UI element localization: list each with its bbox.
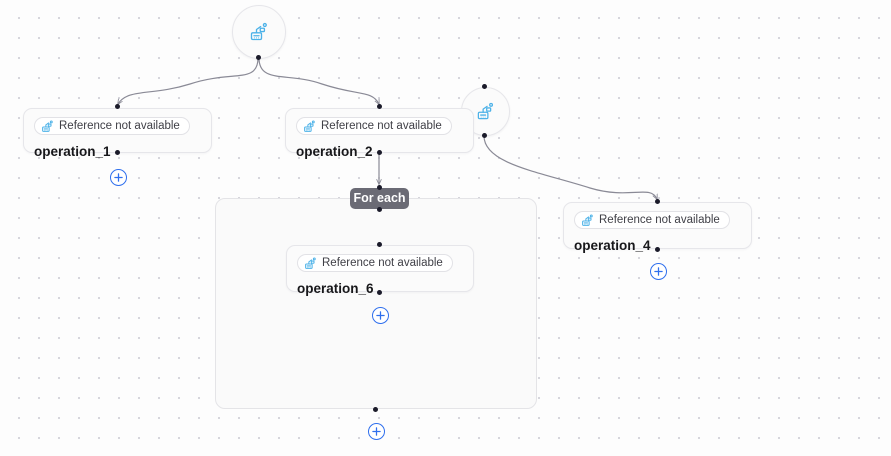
operation-4-card[interactable]: Reference not available operation_4 — [563, 202, 752, 253]
robot-arm-icon — [249, 22, 269, 42]
operation-1-title: operation_1 — [34, 143, 111, 159]
robot-arm-icon — [304, 257, 317, 270]
port-foreach-out[interactable] — [377, 207, 382, 212]
port-op6-out[interactable] — [377, 290, 382, 295]
operation-1-badge-label: Reference not available — [59, 120, 180, 132]
port-op2-out[interactable] — [377, 150, 382, 155]
plus-icon — [654, 267, 663, 276]
port-foreach-in[interactable] — [377, 185, 382, 190]
operation-1-card[interactable]: Reference not available operation_1 — [23, 108, 212, 159]
edge-root-to-operation-1 — [118, 57, 259, 104]
operation-2-badge[interactable]: Reference not available — [296, 117, 452, 135]
add-step-after-operation-1[interactable] — [110, 169, 127, 186]
plus-icon — [114, 173, 123, 182]
add-step-after-operation-4[interactable] — [650, 263, 667, 280]
operation-4-title: operation_4 — [574, 237, 651, 253]
add-step-after-operation-6[interactable] — [372, 307, 389, 324]
operation-2-title: operation_2 — [296, 143, 373, 159]
add-step-after-loop[interactable] — [368, 423, 385, 440]
port-op1-out[interactable] — [115, 150, 120, 155]
edge-circle2-to-operation-4 — [483, 135, 657, 199]
port-op2-in[interactable] — [377, 104, 382, 109]
operation-4-badge[interactable]: Reference not available — [574, 211, 730, 229]
port-op4-in[interactable] — [655, 199, 660, 204]
operation-6-badge[interactable]: Reference not available — [297, 254, 453, 272]
plus-icon — [376, 311, 385, 320]
port-loop-out[interactable] — [373, 407, 378, 412]
port-op1-in[interactable] — [115, 104, 120, 109]
operation-6-badge-label: Reference not available — [322, 257, 443, 269]
robot-arm-icon — [303, 120, 316, 133]
robot-arm-icon — [476, 102, 495, 121]
plus-icon — [372, 427, 381, 436]
port-circle2-out[interactable] — [482, 133, 487, 138]
operation-6-card[interactable]: Reference not available operation_6 — [286, 245, 474, 296]
edge-root-to-operation-2 — [258, 57, 379, 104]
port-op6-in[interactable] — [377, 242, 382, 247]
robot-arm-icon — [41, 120, 54, 133]
operation-2-card[interactable]: Reference not available operation_2 — [285, 108, 474, 159]
operation-4-badge-label: Reference not available — [599, 214, 720, 226]
trigger-root-node[interactable] — [232, 5, 286, 59]
for-each-label[interactable]: For each — [350, 188, 409, 209]
operation-6-title: operation_6 — [297, 280, 374, 296]
loop-group-container[interactable] — [215, 198, 537, 409]
operation-2-badge-label: Reference not available — [321, 120, 442, 132]
port-root-out[interactable] — [256, 55, 261, 60]
robot-arm-icon — [581, 214, 594, 227]
port-circle2-in[interactable] — [482, 84, 487, 89]
port-op4-out[interactable] — [655, 247, 660, 252]
operation-1-badge[interactable]: Reference not available — [34, 117, 190, 135]
